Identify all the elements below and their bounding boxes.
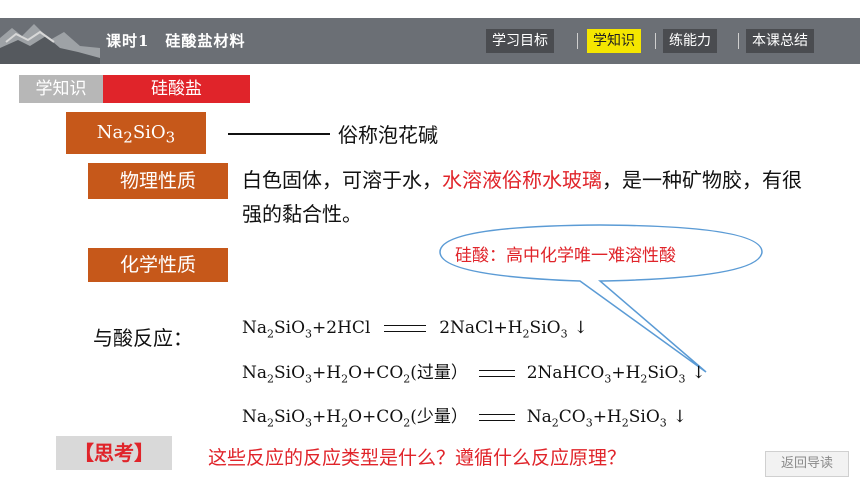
eq-part: O+CO xyxy=(348,407,404,427)
think-question: 这些反应的反应类型是什么？遵循什么反应原理？ xyxy=(208,447,627,469)
eq-part: Na xyxy=(526,407,552,427)
physical-label: 物理性质 xyxy=(88,163,228,199)
eq-part: +H xyxy=(312,363,342,383)
eq-sub: 3 xyxy=(560,327,568,341)
tab-summary[interactable]: 本课总结 xyxy=(746,29,814,53)
eq-sub: 3 xyxy=(305,327,313,341)
formula-sub: 3 xyxy=(165,128,176,147)
equation-3: Na2SiO3+H2O+CO2(少量） Na2CO3+H2SiO3↓ xyxy=(242,402,687,429)
eq-part: O+CO xyxy=(348,363,404,383)
tab-learning-goals[interactable]: 学习目标 xyxy=(486,29,554,53)
physical-text: 白色固体，可溶于水，水溶液俗称水玻璃，是一种矿物胶，有很强的黏合性。 xyxy=(242,163,812,231)
chemical-label: 化学性质 xyxy=(88,248,228,282)
formula-box: Na2SiO3 xyxy=(66,112,206,154)
eq-part: SiO xyxy=(529,318,561,338)
eq-part: +2HCl xyxy=(312,318,371,338)
eq-sub: 2 xyxy=(267,416,275,430)
eq-sub: 3 xyxy=(305,372,313,386)
eq-sub: 2 xyxy=(267,327,275,341)
eq-part: 2NaCl+H xyxy=(439,318,523,338)
eq-part: Na xyxy=(242,318,268,338)
section-tag: 学知识 xyxy=(19,75,103,103)
physical-text-highlight: 水溶液俗称水玻璃 xyxy=(442,168,602,192)
eq-sub: 3 xyxy=(659,416,667,430)
eq-sub: 2 xyxy=(621,416,629,430)
formula-part: SiO xyxy=(132,122,166,143)
equals-sign xyxy=(479,414,516,421)
eq-sub: 3 xyxy=(585,416,593,430)
precipitate-arrow-icon: ↓ xyxy=(672,407,688,427)
equation-2: Na2SiO3+H2O+CO2(过量） 2NaHCO3+H2SiO3↓ xyxy=(242,358,706,385)
eq-sub: 2 xyxy=(341,372,349,386)
lesson-title: 课时1 硅酸盐材料 xyxy=(106,32,246,50)
mountain-logo-icon xyxy=(0,24,100,64)
formula-part: Na xyxy=(96,122,124,143)
physical-text-a: 白色固体，可溶于水， xyxy=(242,168,442,192)
equals-sign xyxy=(383,325,426,332)
bubble-text: 硅酸：高中化学唯一难溶性酸 xyxy=(455,246,676,266)
common-name: 俗称泡花碱 xyxy=(338,123,438,147)
eq-part: +H xyxy=(611,363,641,383)
eq-sub: 3 xyxy=(305,416,313,430)
precipitate-arrow-icon: ↓ xyxy=(573,318,588,338)
equation-1: Na2SiO3+2HCl 2NaCl+H2SiO3↓ xyxy=(242,318,588,340)
eq-part: CO xyxy=(558,407,586,427)
eq-part: SiO xyxy=(274,407,306,427)
eq-sub: 2 xyxy=(267,372,275,386)
equals-sign xyxy=(479,370,516,377)
eq-sub: 2 xyxy=(551,416,559,430)
precipitate-arrow-icon: ↓ xyxy=(691,363,706,383)
nav-separator xyxy=(655,33,656,49)
eq-sub: 2 xyxy=(522,327,530,341)
back-to-guide-button[interactable]: 返回导读 xyxy=(765,451,849,477)
nav-separator xyxy=(738,33,739,49)
eq-part: Na xyxy=(242,407,268,427)
section-topic: 硅酸盐 xyxy=(103,75,250,103)
eq-sub: 3 xyxy=(604,372,612,386)
eq-part: (过量） xyxy=(410,363,468,383)
physical-text-b: ，是一种矿物胶，有很强的黏合性。 xyxy=(242,168,802,226)
eq-part: SiO xyxy=(628,407,660,427)
eq-part: (少量） xyxy=(410,407,468,427)
eq-part: +H xyxy=(312,407,342,427)
eq-part: SiO xyxy=(647,363,679,383)
eq-sub: 2 xyxy=(341,416,349,430)
tab-learn-knowledge[interactable]: 学知识 xyxy=(587,29,641,53)
eq-part: +H xyxy=(592,407,622,427)
eq-part: SiO xyxy=(274,363,306,383)
eq-sub: 2 xyxy=(403,372,411,386)
eq-sub: 2 xyxy=(403,416,411,430)
dash-line xyxy=(228,133,330,135)
acid-reaction-label: 与酸反应： xyxy=(93,326,193,350)
eq-part: SiO xyxy=(274,318,306,338)
think-label: 【思考】 xyxy=(56,436,172,470)
formula-sub: 2 xyxy=(123,128,133,147)
nav-separator xyxy=(577,33,578,49)
eq-part: 2NaHCO xyxy=(526,363,605,383)
eq-part: Na xyxy=(242,363,268,383)
tab-practice[interactable]: 练能力 xyxy=(663,29,717,53)
eq-sub: 2 xyxy=(640,372,648,386)
eq-sub: 3 xyxy=(678,372,686,386)
